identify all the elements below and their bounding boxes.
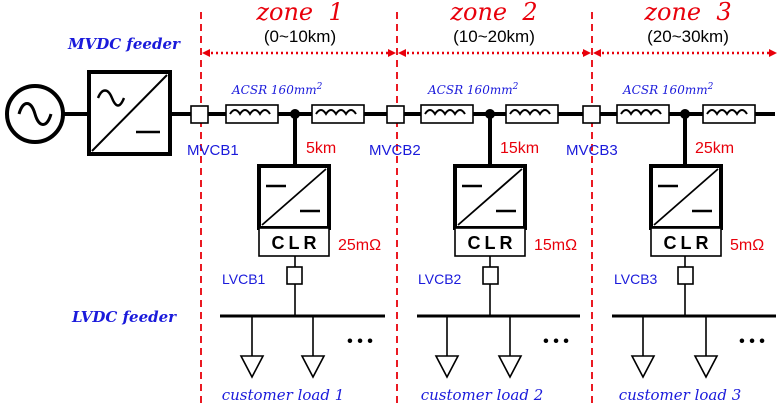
- dc-dc-converter-icon: [257, 164, 331, 230]
- inductor-icon: [225, 104, 279, 124]
- mvdc-feeder-label: MVDC feeder: [67, 35, 181, 53]
- zone-arrow-1-left-head: [202, 49, 210, 57]
- acsr-label-zone-1: ACSR 160mm2: [231, 82, 323, 97]
- zone-arrow-3-right-head: [769, 49, 777, 57]
- inductor-icon: [616, 104, 670, 124]
- inductors: [225, 104, 756, 124]
- zone-arrow-3-left-head: [593, 49, 601, 57]
- customer-load-2-label: customer load 2: [421, 386, 544, 404]
- acsr-1-exp: 2: [316, 82, 323, 92]
- zone-dividers: [200, 12, 593, 406]
- lvdc-feeder-label: LVDC feeder: [71, 308, 177, 326]
- load-triangle-icon: [434, 355, 460, 379]
- load-triangle-icon: [497, 355, 523, 379]
- load-triangle-icon: [300, 355, 326, 379]
- acsr-label-zone-3: ACSR 160mm2: [622, 82, 714, 97]
- lvcb2-label: LVCB2: [418, 271, 462, 287]
- acsr-1-unit: mm: [294, 83, 317, 97]
- lvcb1-box: [286, 266, 303, 285]
- lvcb1-label: LVCB1: [222, 271, 266, 287]
- acsr-3-unit: mm: [685, 83, 708, 97]
- acsr-3-conductor: ACSR 160: [622, 83, 685, 97]
- ac-source-icon: [5, 84, 65, 144]
- customer-load-3-label: customer load 3: [619, 386, 742, 404]
- clr-label-1: CLR: [272, 233, 321, 253]
- tap-distance-1: 5km: [306, 140, 336, 157]
- mvcb2-box: [386, 105, 405, 124]
- lvcb2-box: [482, 266, 499, 285]
- inductor-icon: [420, 104, 474, 124]
- zone-arrows: [202, 49, 777, 57]
- zone-3-range: (20~30km): [647, 27, 729, 46]
- acsr-2-exp: 2: [512, 82, 519, 92]
- clr-box-2: [454, 227, 526, 257]
- lvcb3-box: [677, 266, 694, 285]
- tap-distance-2: 15km: [500, 140, 539, 157]
- acsr-1-conductor: ACSR 160: [231, 83, 294, 97]
- zone-3-title: zone 3: [643, 0, 731, 26]
- clr-value-2: 15mΩ: [534, 237, 577, 254]
- clr-box-1: [258, 227, 330, 257]
- clr-box-3: [650, 227, 722, 257]
- zone-1-title: zone 1: [255, 0, 343, 26]
- acsr-3-exp: 2: [707, 82, 714, 92]
- inductor-icon: [505, 104, 559, 124]
- ac-dc-converter-icon: [87, 70, 172, 156]
- load-triangle-icon: [630, 355, 656, 379]
- clr-value-3: 5mΩ: [730, 237, 764, 254]
- clr-label-2: CLR: [468, 233, 517, 253]
- mvcb3-label: MVCB3: [566, 142, 618, 159]
- load-triangle-icon: [239, 355, 265, 379]
- mvcb1-label: MVCB1: [187, 142, 239, 159]
- zone-2-range: (10~20km): [453, 27, 535, 46]
- acsr-label-zone-2: ACSR 160mm2: [427, 82, 519, 97]
- zone-arrow-1-right-head: [388, 49, 396, 57]
- inductor-icon: [311, 104, 365, 124]
- load-triangle-icon: [693, 355, 719, 379]
- dc-dc-converter-icon: [649, 164, 723, 230]
- zone-arrow-2-right-head: [583, 49, 591, 57]
- customer-load-1-label: customer load 1: [222, 386, 345, 404]
- acsr-2-conductor: ACSR 160: [427, 83, 490, 97]
- dc-dc-converter-icon: [453, 164, 527, 230]
- lvcb3-label: LVCB3: [614, 271, 658, 287]
- mvcb2-label: MVCB2: [369, 142, 421, 159]
- mvcb1-box: [190, 105, 209, 124]
- inductor-icon: [702, 104, 756, 124]
- clr-value-1: 25mΩ: [338, 237, 381, 254]
- mvcb3-box: [582, 105, 601, 124]
- zone-2-title: zone 2: [449, 0, 537, 26]
- zone-1-range: (0~10km): [264, 27, 336, 46]
- more-loads-ellipsis-3: • • •: [739, 333, 765, 350]
- zone-arrow-2-left-head: [398, 49, 406, 57]
- tap-distance-3: 25km: [695, 140, 734, 157]
- more-loads-ellipsis-2: • • •: [543, 333, 569, 350]
- acsr-2-unit: mm: [490, 83, 513, 97]
- clr-label-3: CLR: [664, 233, 713, 253]
- more-loads-ellipsis-1: • • •: [347, 333, 373, 350]
